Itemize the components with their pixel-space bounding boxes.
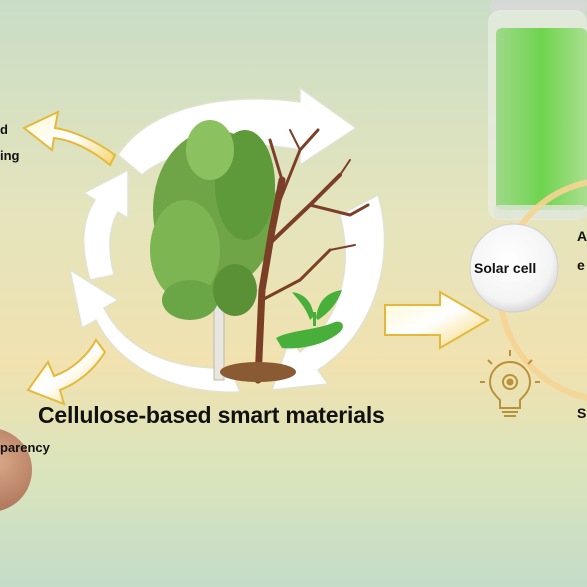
dead-tree-icon: [254, 128, 370, 384]
page-title: Cellulose-based smart materials: [38, 402, 385, 428]
label-top-left-line2: ing: [0, 148, 20, 163]
output-arrow-right: [384, 290, 490, 350]
transparency-ball: [0, 429, 32, 511]
lightbulb-gear-icon: [480, 350, 540, 417]
label-right-a: A: [577, 228, 587, 244]
label-right-e: e: [577, 257, 585, 273]
plant-in-hand-icon: [276, 290, 343, 349]
solar-cell-ball: [469, 223, 559, 313]
output-arrow-top-left: [22, 110, 117, 167]
label-solar-cell: Solar cell: [474, 260, 537, 276]
label-right-s: S: [577, 405, 587, 421]
battery-icon: [488, 0, 587, 220]
soil: [220, 362, 296, 382]
label-transparency: parency: [0, 440, 50, 455]
output-arrow-bottom-left: [26, 338, 107, 406]
tree-icon: [150, 120, 277, 381]
label-top-left-line1: d: [0, 122, 8, 137]
